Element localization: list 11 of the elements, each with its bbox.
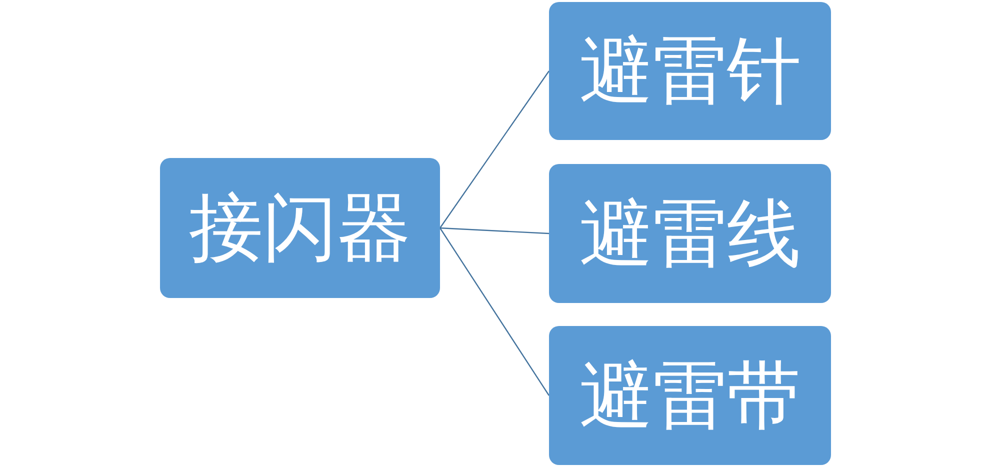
box-label: 避雷针 <box>579 34 801 108</box>
connector-line <box>440 227 550 234</box>
box-label: 接闪器 <box>189 191 411 265</box>
box-label: 避雷线 <box>579 196 801 270</box>
rounded-box <box>549 164 831 303</box>
rounded-box <box>549 2 831 140</box>
connector-line <box>440 70 550 228</box>
connector-line <box>440 228 550 396</box>
box-label: 避雷带 <box>579 358 801 432</box>
rounded-box <box>549 326 831 465</box>
rounded-box <box>160 158 440 298</box>
